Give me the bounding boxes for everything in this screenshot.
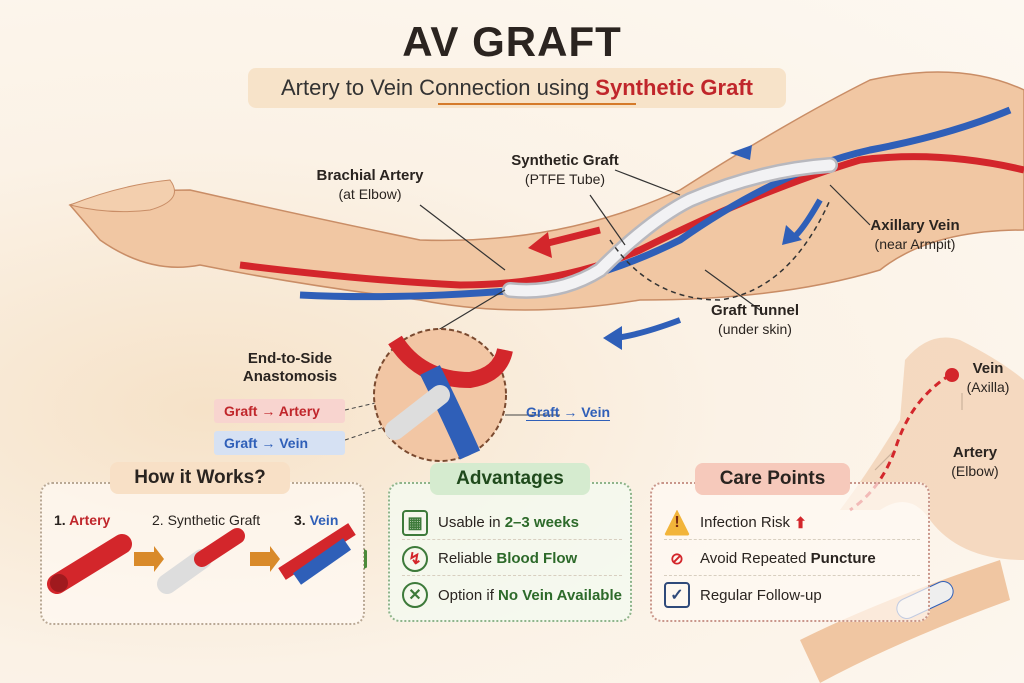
no-puncture-icon: ⊘ xyxy=(670,550,684,568)
label-synthetic-graft: Synthetic Graft (PTFE Tube) xyxy=(495,152,635,188)
label-title: Vein xyxy=(972,360,1004,377)
care-item: ⊘Avoid Repeated Puncture xyxy=(664,542,920,576)
arrow-icon xyxy=(134,546,164,572)
label-artery-elbow: Artery (Elbow) xyxy=(940,444,1010,480)
label-sub: (PTFE Tube) xyxy=(524,171,606,187)
label-brachial-artery: Brachial Artery (at Elbow) xyxy=(300,167,440,203)
label-title: Brachial Artery xyxy=(316,167,424,184)
step-2: 2. Synthetic Graft xyxy=(152,512,261,528)
warning-icon: ! xyxy=(664,509,690,536)
label-sub: (Elbow) xyxy=(951,463,999,479)
care-points-header: Care Points xyxy=(695,463,850,495)
artery-step-image xyxy=(47,534,132,594)
arrow-icon xyxy=(250,546,280,572)
step-1: 1. Artery xyxy=(54,512,111,528)
tag-graft-artery: Graft → Artery xyxy=(214,399,345,423)
hand xyxy=(68,179,175,213)
label-sub: (under skin) xyxy=(718,321,792,337)
label-sub: (near Armpit) xyxy=(874,236,956,252)
label-sub: (at Elbow) xyxy=(338,186,402,202)
tag-graft-vein-right: Graft → Vein xyxy=(526,404,611,421)
clipboard-check-icon: ✓ xyxy=(664,582,690,608)
how-it-works-panel: 1. Artery 2. Synthetic Graft 3. Vein xyxy=(40,482,367,625)
artery-vessel xyxy=(239,153,1024,289)
label-line1: End-to-Side xyxy=(247,350,333,367)
blood-flow-icon: ↯ xyxy=(402,545,428,572)
label-line2: Anastomosis xyxy=(242,368,338,385)
advantages-header: Advantages xyxy=(430,463,590,495)
care-points-panel: !Infection Risk ⬆ ⊘Avoid Repeated Punctu… xyxy=(650,482,930,622)
label-graft-tunnel: Graft Tunnel (under skin) xyxy=(700,302,810,338)
subtitle-text: Artery to Vein Connection using xyxy=(281,75,596,100)
step-3: 3. Vein xyxy=(294,512,339,528)
flow-arrow-red xyxy=(539,226,601,249)
advantage-item: ↯Reliable Blood Flow xyxy=(402,542,622,576)
label-title: Artery xyxy=(952,444,998,461)
advantages-panel: ▦Usable in 2–3 weeks ↯Reliable Blood Flo… xyxy=(388,482,632,622)
label-title: Synthetic Graft xyxy=(511,152,619,169)
label-title: Graft Tunnel xyxy=(710,302,800,319)
page-title: AV GRAFT xyxy=(402,18,622,65)
arrow-up-icon: ⬆ xyxy=(794,514,807,532)
subtitle-banner: Artery to Vein Connection using Syntheti… xyxy=(248,68,786,108)
label-title: Axillary Vein xyxy=(870,217,960,234)
advantage-item: ✕Option if No Vein Available xyxy=(402,578,622,612)
care-item: !Infection Risk ⬆ xyxy=(664,506,920,540)
how-it-works-header: How it Works? xyxy=(110,462,290,494)
advantage-item: ▦Usable in 2–3 weeks xyxy=(402,506,622,540)
subtitle-highlight: Synthetic Graft xyxy=(595,75,753,100)
vein-step-image xyxy=(292,538,352,585)
label-sub: (Axilla) xyxy=(966,379,1010,395)
tag-graft-vein: Graft → Vein xyxy=(214,431,345,455)
vein-vessel xyxy=(299,106,1012,301)
label-axillary-vein: Axillary Vein (near Armpit) xyxy=(855,217,975,253)
no-vein-icon: ✕ xyxy=(402,582,428,608)
care-item: ✓Regular Follow-up xyxy=(664,578,920,612)
label-vein-axilla: Vein (Axilla) xyxy=(955,360,1021,396)
calendar-check-icon: ▦ xyxy=(402,509,428,536)
flow-arrow-blue xyxy=(614,317,682,341)
